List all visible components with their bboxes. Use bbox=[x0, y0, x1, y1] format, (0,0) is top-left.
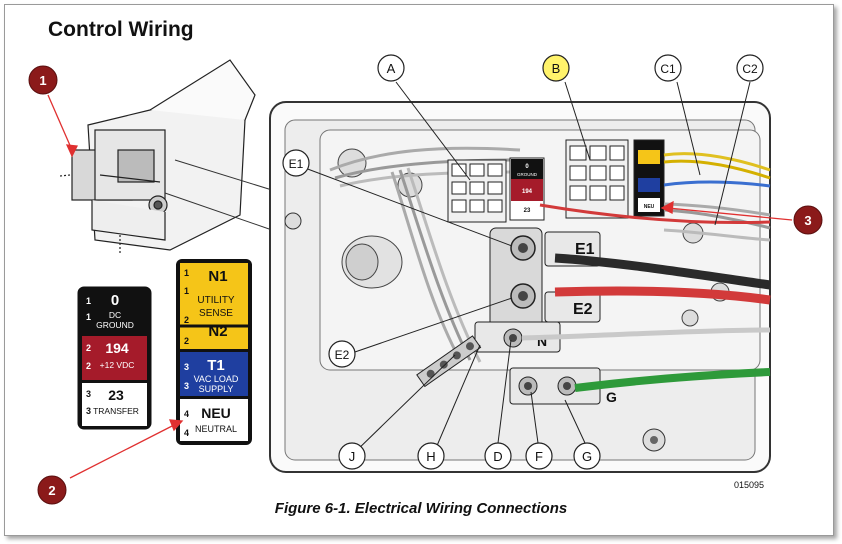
zoom-line-top bbox=[174, 159, 273, 191]
callout-e2: E2 bbox=[328, 340, 356, 368]
callout-j: J bbox=[338, 442, 366, 470]
right-n1-pin-b: 1 bbox=[184, 286, 189, 296]
red-arrows bbox=[47, 94, 793, 479]
svg-text:E2: E2 bbox=[335, 348, 350, 362]
left-row3-pin-a: 3 bbox=[86, 389, 91, 399]
left-row2-number: 194 bbox=[105, 340, 129, 356]
left-row2-text: +12 VDC bbox=[100, 360, 135, 370]
callout-e1: E1 bbox=[282, 149, 310, 177]
tb-label-23: 23 bbox=[524, 208, 531, 214]
callout-f: F bbox=[525, 442, 553, 470]
left-row1-text-dc: DC bbox=[109, 310, 121, 320]
terminal-label-right: 1 1 N1 UTILITY SENSE 2 2 N2 3 3 T1 VAC L… bbox=[176, 259, 252, 445]
left-row3-number: 23 bbox=[108, 387, 124, 403]
left-row1-pin-a: 1 bbox=[86, 296, 91, 306]
plate-n-label: N bbox=[537, 333, 547, 349]
left-row3-pin-b: 3 bbox=[86, 406, 91, 416]
right-neu-name: NEU bbox=[201, 405, 231, 421]
figure-number: 015095 bbox=[734, 480, 765, 490]
svg-text:1: 1 bbox=[39, 73, 46, 88]
generator-illustration bbox=[59, 59, 256, 253]
right-t1-pin-b: 3 bbox=[184, 381, 189, 391]
svg-text:J: J bbox=[349, 449, 356, 464]
right-n1-text-sense: SENSE bbox=[199, 308, 233, 319]
svg-text:3: 3 bbox=[804, 213, 811, 228]
right-t1-text-vac: VAC LOAD bbox=[194, 374, 239, 384]
callout-b: B bbox=[542, 54, 570, 82]
right-n1-name: N1 bbox=[208, 268, 227, 285]
right-t1-text-supply: SUPPLY bbox=[199, 384, 234, 394]
plate-e1-label: E1 bbox=[575, 241, 595, 258]
tb-label-ground: GROUND bbox=[517, 172, 538, 177]
callout-c1: C1 bbox=[654, 54, 682, 82]
numbered-callout-1: 1 bbox=[28, 65, 58, 95]
right-n1-pin-a: 1 bbox=[184, 268, 189, 278]
left-row3-text: TRANSFER bbox=[93, 406, 139, 416]
svg-text:B: B bbox=[552, 61, 561, 76]
tb-label-neu: NEU bbox=[644, 204, 655, 210]
right-n2-pin-a: 2 bbox=[184, 315, 189, 325]
left-row1-text-ground: GROUND bbox=[96, 320, 134, 330]
callout-h: H bbox=[417, 442, 445, 470]
left-row1-number: 0 bbox=[111, 292, 119, 309]
terminal-label-left: 1 1 0 DC GROUND 2 2 194 +12 VDC 3 3 23 T… bbox=[77, 286, 152, 430]
svg-text:C2: C2 bbox=[742, 62, 758, 76]
svg-text:G: G bbox=[582, 449, 592, 464]
right-neu-pin-a: 4 bbox=[184, 409, 189, 419]
right-neu-text: NEUTRAL bbox=[195, 424, 237, 434]
callout-a: A bbox=[377, 54, 405, 82]
svg-text:D: D bbox=[493, 449, 502, 464]
svg-text:A: A bbox=[387, 61, 396, 76]
right-n1-text-utility: UTILITY bbox=[197, 295, 235, 306]
svg-text:2: 2 bbox=[48, 483, 55, 498]
left-row2-pin-a: 2 bbox=[86, 343, 91, 353]
left-row1-pin-b: 1 bbox=[86, 312, 91, 322]
right-neu-pin-b: 4 bbox=[184, 428, 189, 438]
callout-d: D bbox=[484, 442, 512, 470]
right-t1-pin-a: 3 bbox=[184, 362, 189, 372]
page-title: Control Wiring bbox=[48, 18, 194, 41]
plate-g-label: G bbox=[606, 389, 617, 405]
right-t1-name: T1 bbox=[207, 357, 225, 374]
control-panel-photo: 0 GROUND 194 23 NEU E1 E2 bbox=[269, 101, 771, 473]
numbered-callout-2: 2 bbox=[37, 475, 67, 505]
zoom-line-bottom bbox=[164, 192, 273, 231]
tb-label-194: 194 bbox=[522, 189, 533, 195]
tb-label-0: 0 bbox=[525, 164, 529, 170]
figure-caption: Figure 6-1. Electrical Wiring Connection… bbox=[274, 500, 568, 517]
leader-lines bbox=[304, 81, 751, 456]
left-row2-pin-b: 2 bbox=[86, 361, 91, 371]
plate-e2-label: E2 bbox=[573, 301, 593, 318]
svg-text:C1: C1 bbox=[660, 62, 676, 76]
right-n2-pin-b: 2 bbox=[184, 336, 189, 346]
svg-text:F: F bbox=[535, 449, 543, 464]
callout-g: G bbox=[573, 442, 601, 470]
svg-text:E1: E1 bbox=[289, 157, 304, 171]
numbered-callout-3: 3 bbox=[793, 205, 823, 235]
right-n2-name: N2 bbox=[208, 323, 227, 340]
callout-c2: C2 bbox=[736, 54, 764, 82]
svg-text:H: H bbox=[426, 449, 435, 464]
